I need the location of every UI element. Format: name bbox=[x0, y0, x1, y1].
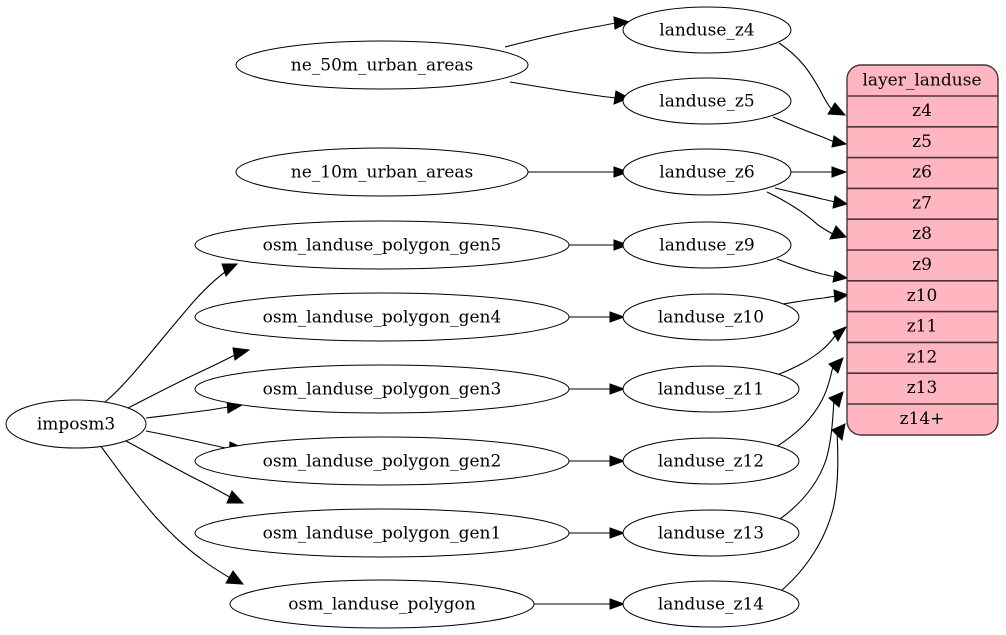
layer-landuse-row-z14plus[interactable]: z14+ bbox=[900, 409, 945, 429]
edge-landuse-z12-to-row-z12 bbox=[775, 357, 844, 448]
layer-landuse-row-z13[interactable]: z13 bbox=[907, 378, 938, 398]
node-landuse-z11[interactable]: landuse_z11 bbox=[622, 365, 800, 413]
node-osm-landuse-polygon-gen4[interactable]: osm_landuse_polygon_gen4 bbox=[194, 292, 570, 342]
node-ne-10m-urban-areas-label: ne_10m_urban_areas bbox=[291, 163, 473, 183]
node-layer: imposm3 ne_50m_urban_areas ne_10m_urban_… bbox=[5, 6, 800, 629]
edge-imposm3-to-osm-landuse-polygon bbox=[99, 444, 245, 585]
node-imposm3-label: imposm3 bbox=[37, 415, 115, 435]
node-ne-50m-urban-areas-label: ne_50m_urban_areas bbox=[291, 56, 473, 76]
edge-landuse-z6-to-row-z8 bbox=[766, 191, 848, 240]
edge-ne50m-to-landuse-z4 bbox=[504, 16, 631, 48]
edge-ne50m-to-landuse-z5 bbox=[509, 81, 631, 105]
node-osm-landuse-polygon-gen5-label: osm_landuse_polygon_gen5 bbox=[263, 236, 502, 256]
node-osm-landuse-polygon-gen5[interactable]: osm_landuse_polygon_gen5 bbox=[194, 220, 570, 270]
edge-osm-landuse-polygon-to-landuse-z14 bbox=[534, 598, 626, 610]
edge-landuse-z11-to-row-z11 bbox=[776, 326, 848, 376]
node-imposm3[interactable]: imposm3 bbox=[5, 399, 147, 449]
node-landuse-z13-label: landuse_z13 bbox=[658, 524, 764, 544]
edge-gen5-to-landuse-z9 bbox=[569, 239, 630, 251]
node-landuse-z4-label: landuse_z4 bbox=[659, 21, 754, 41]
layer-landuse-row-z5[interactable]: z5 bbox=[912, 132, 932, 152]
edge-landuse-z9-to-row-z9 bbox=[776, 258, 849, 283]
node-ne-50m-urban-areas[interactable]: ne_50m_urban_areas bbox=[235, 40, 529, 90]
layer-landuse-table-header: layer_landuse bbox=[863, 71, 982, 91]
edge-landuse-z4-to-row-z4 bbox=[778, 42, 847, 116]
node-landuse-z11-label: landuse_z11 bbox=[658, 380, 764, 400]
node-landuse-z14[interactable]: landuse_z14 bbox=[622, 580, 800, 628]
node-ne-10m-urban-areas[interactable]: ne_10m_urban_areas bbox=[235, 147, 529, 197]
node-osm-landuse-polygon-label: osm_landuse_polygon bbox=[288, 595, 475, 615]
edge-imposm3-to-gen5 bbox=[103, 263, 239, 404]
node-osm-landuse-polygon-gen3[interactable]: osm_landuse_polygon_gen3 bbox=[194, 364, 570, 414]
node-landuse-z14-label: landuse_z14 bbox=[658, 595, 764, 615]
node-landuse-z5-label: landuse_z5 bbox=[659, 92, 754, 112]
edge-landuse-z14-to-row-z14plus bbox=[781, 423, 846, 591]
node-osm-landuse-polygon-gen4-label: osm_landuse_polygon_gen4 bbox=[263, 308, 502, 328]
node-landuse-z5[interactable]: landuse_z5 bbox=[622, 77, 792, 125]
layer-landuse-row-z4[interactable]: z4 bbox=[912, 101, 932, 121]
node-landuse-z9[interactable]: landuse_z9 bbox=[622, 221, 792, 269]
layer-landuse-row-z6[interactable]: z6 bbox=[912, 163, 932, 183]
node-landuse-z10-label: landuse_z10 bbox=[658, 308, 764, 328]
edge-landuse-z6-to-row-z6 bbox=[791, 166, 848, 178]
edge-landuse-z5-to-row-z5 bbox=[772, 116, 848, 148]
node-landuse-z10[interactable]: landuse_z10 bbox=[622, 293, 800, 341]
node-osm-landuse-polygon[interactable]: osm_landuse_polygon bbox=[229, 579, 535, 629]
node-landuse-z12-label: landuse_z12 bbox=[658, 452, 764, 472]
edge-gen3-to-landuse-z11 bbox=[569, 383, 626, 395]
edge-imposm3-to-gen1 bbox=[125, 440, 245, 504]
edge-landuse-z13-to-row-z13 bbox=[779, 391, 844, 520]
edge-gen4-to-landuse-z10 bbox=[569, 311, 626, 323]
node-landuse-z6[interactable]: landuse_z6 bbox=[622, 148, 792, 196]
node-landuse-z13[interactable]: landuse_z13 bbox=[622, 509, 800, 557]
layer-landuse-table[interactable]: layer_landuse z4 z5 z6 z7 z8 z9 z10 z11 … bbox=[846, 64, 999, 436]
layer-landuse-row-z12[interactable]: z12 bbox=[907, 347, 938, 367]
node-landuse-z6-label: landuse_z6 bbox=[659, 163, 754, 183]
node-osm-landuse-polygon-gen1[interactable]: osm_landuse_polygon_gen1 bbox=[194, 508, 570, 558]
layer-landuse-row-z11[interactable]: z11 bbox=[907, 317, 938, 337]
layer-landuse-row-z8[interactable]: z8 bbox=[912, 224, 932, 244]
node-osm-landuse-polygon-gen1-label: osm_landuse_polygon_gen1 bbox=[263, 524, 502, 544]
edge-gen2-to-landuse-z12 bbox=[569, 455, 626, 467]
layer-landuse-row-z7[interactable]: z7 bbox=[912, 193, 932, 213]
node-osm-landuse-polygon-gen3-label: osm_landuse_polygon_gen3 bbox=[263, 380, 502, 400]
edge-landuse-z10-to-row-z10 bbox=[782, 289, 850, 305]
edge-gen1-to-landuse-z13 bbox=[569, 527, 626, 539]
node-landuse-z4[interactable]: landuse_z4 bbox=[622, 6, 792, 54]
node-landuse-z9-label: landuse_z9 bbox=[659, 236, 754, 256]
layer-landuse-row-z9[interactable]: z9 bbox=[912, 255, 932, 275]
edge-landuse-z6-to-row-z7 bbox=[774, 187, 849, 209]
node-osm-landuse-polygon-gen2-label: osm_landuse_polygon_gen2 bbox=[263, 452, 502, 472]
edge-imposm3-to-gen4 bbox=[125, 347, 251, 410]
edge-ne10m-to-landuse-z6 bbox=[528, 166, 630, 178]
node-landuse-z12[interactable]: landuse_z12 bbox=[622, 437, 800, 485]
node-osm-landuse-polygon-gen2[interactable]: osm_landuse_polygon_gen2 bbox=[194, 436, 570, 486]
layer-landuse-row-z10[interactable]: z10 bbox=[907, 286, 938, 306]
